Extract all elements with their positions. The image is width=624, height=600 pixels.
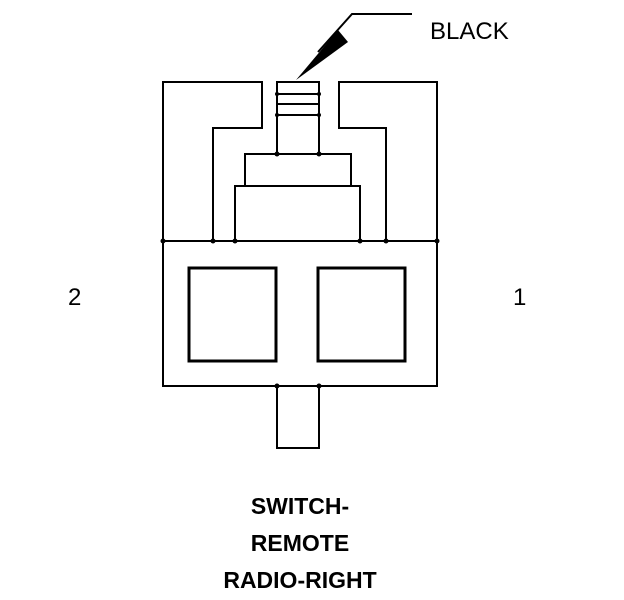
latch-step-lower [234,185,361,242]
leader-line [317,13,412,53]
junction-dot [434,238,440,244]
junction-dot [210,238,216,244]
junction-dot [274,151,280,157]
junction-dot [357,238,363,244]
junction-dot [316,151,322,157]
title-line-2: REMOTE [250,530,350,556]
bottom-tab [276,386,320,449]
pin-cavity-1 [316,266,407,363]
junction-dot [160,238,166,244]
housing-outer-outline [162,81,263,241]
latch-stem [276,81,320,155]
latch-step-upper [244,153,352,187]
wire-color-label: BLACK [430,18,509,45]
title-line-3: RADIO-RIGHT [223,567,377,593]
junction-dot [275,113,279,117]
pin-cavity-2 [187,266,278,363]
junction-dot [383,238,389,244]
junction-dot [232,238,238,244]
junction-dot [274,383,280,389]
diagram-title: SWITCH- REMOTE RADIO-RIGHT [150,488,450,599]
arrow-head [296,30,348,80]
junction-dot [317,92,321,96]
pin-number-1: 1 [513,284,527,311]
housing-outer-outline-right [338,81,438,241]
connector-body [162,240,438,387]
junction-dot [275,92,279,96]
junction-dot [317,113,321,117]
pin-number-2: 2 [68,284,82,311]
junction-dot [316,383,322,389]
title-line-1: SWITCH- [250,493,350,519]
